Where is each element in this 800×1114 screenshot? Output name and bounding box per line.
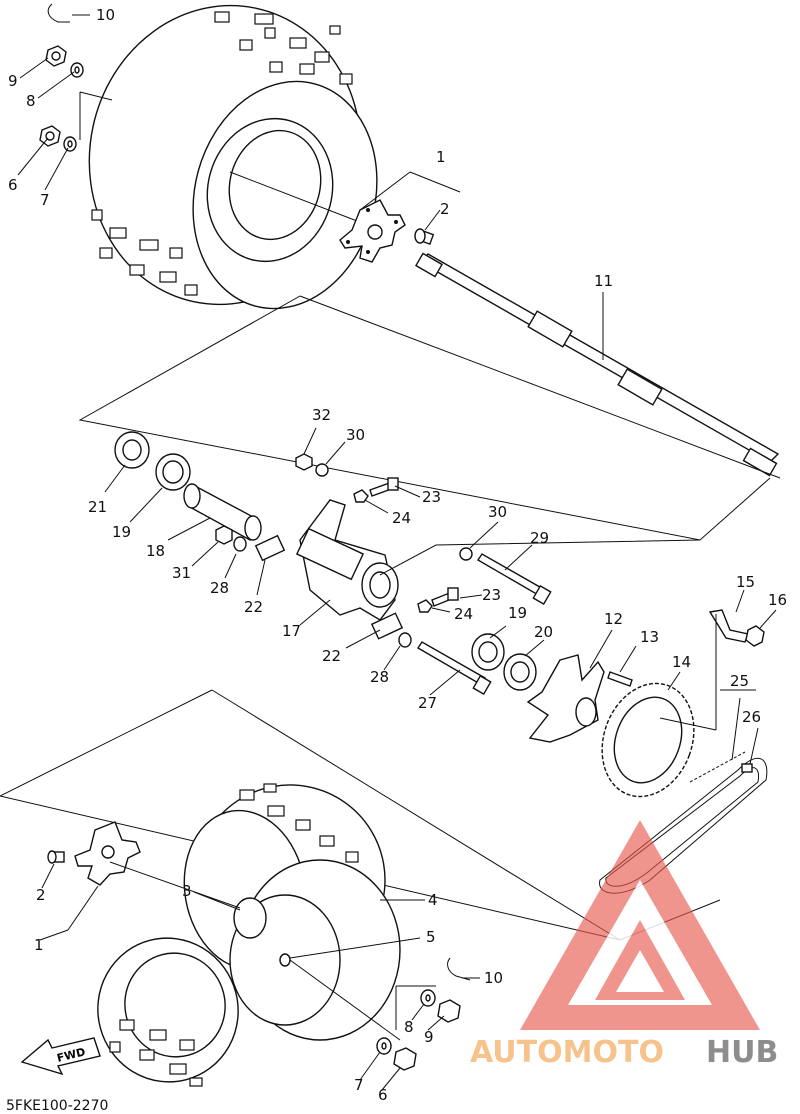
washer-30b bbox=[459, 547, 473, 561]
washer-28b bbox=[398, 632, 412, 648]
label-23: 23 bbox=[422, 488, 441, 506]
wheel-hub-bottom bbox=[74, 821, 141, 886]
sprocket-14 bbox=[601, 682, 695, 798]
washer-30a bbox=[315, 463, 329, 477]
label-12: 12 bbox=[604, 610, 623, 628]
label-19: 19 bbox=[112, 523, 131, 541]
label-8: 8 bbox=[404, 1018, 414, 1036]
label-10: 10 bbox=[96, 6, 115, 24]
label-26: 26 bbox=[742, 708, 761, 726]
automotohub-logo-icon bbox=[520, 820, 760, 1030]
leader-lines-middle bbox=[104, 427, 777, 765]
label-10: 10 bbox=[484, 969, 503, 987]
label-23: 23 bbox=[482, 586, 501, 604]
label-16: 16 bbox=[768, 591, 787, 609]
washer-7-top bbox=[63, 136, 77, 152]
label-30: 30 bbox=[488, 503, 507, 521]
nut-9-top bbox=[45, 45, 67, 67]
cotter-pin-10-bottom bbox=[447, 957, 471, 981]
bolt-13 bbox=[607, 671, 633, 687]
label-30: 30 bbox=[346, 426, 365, 444]
label-11: 11 bbox=[594, 272, 613, 290]
oil-seal-19b bbox=[471, 633, 505, 671]
nut-24b bbox=[417, 599, 433, 613]
label-32: 32 bbox=[312, 406, 331, 424]
rear-wheel-left bbox=[88, 4, 378, 310]
label-18: 18 bbox=[146, 542, 165, 560]
watermark-text-hub: HUB bbox=[706, 1035, 778, 1070]
axle-housing-17 bbox=[295, 499, 399, 621]
label-15: 15 bbox=[736, 573, 755, 591]
oil-seal-19a bbox=[155, 453, 191, 491]
fwd-arrow-icon: FWD bbox=[20, 1037, 101, 1076]
bolt-2-top bbox=[414, 228, 435, 245]
leader-lines-bottom bbox=[39, 861, 480, 1091]
bolt-2-bottom bbox=[47, 850, 65, 864]
label-27: 27 bbox=[418, 694, 437, 712]
stud-5 bbox=[279, 953, 291, 967]
label-21: 21 bbox=[88, 498, 107, 516]
part-labels: 10 9 8 6 7 1 2 11 32 30 21 19 23 24 18 3… bbox=[8, 6, 787, 1104]
master-link-26 bbox=[741, 763, 753, 773]
label-3: 3 bbox=[182, 882, 192, 900]
nut-32 bbox=[295, 453, 313, 471]
washer-8-top bbox=[70, 62, 84, 78]
sprocket-hub-12 bbox=[526, 654, 605, 743]
label-17: 17 bbox=[282, 622, 301, 640]
washer-28a bbox=[233, 536, 247, 552]
washer-8-bottom bbox=[420, 989, 436, 1007]
label-5: 5 bbox=[426, 928, 436, 946]
bolt-23b bbox=[431, 587, 459, 607]
bearing-21 bbox=[114, 431, 150, 469]
label-22: 22 bbox=[244, 598, 263, 616]
nut-6-bottom bbox=[393, 1047, 417, 1071]
label-6: 6 bbox=[378, 1086, 388, 1104]
adjuster-22a bbox=[254, 534, 286, 562]
label-2: 2 bbox=[36, 886, 46, 904]
collar-18 bbox=[183, 483, 262, 542]
label-8: 8 bbox=[26, 92, 36, 110]
bolt-27 bbox=[417, 641, 492, 696]
label-2: 2 bbox=[440, 200, 450, 218]
nut-24a bbox=[353, 489, 369, 503]
label-7: 7 bbox=[40, 191, 50, 209]
label-1: 1 bbox=[436, 148, 446, 166]
label-9: 9 bbox=[424, 1028, 434, 1046]
label-6: 6 bbox=[8, 176, 18, 194]
label-19: 19 bbox=[508, 604, 527, 622]
label-7: 7 bbox=[354, 1076, 364, 1094]
nut-16 bbox=[745, 625, 765, 647]
bearing-20 bbox=[503, 653, 537, 691]
wheel-hub-top bbox=[339, 199, 406, 263]
adjuster-22b bbox=[370, 612, 404, 640]
label-4: 4 bbox=[428, 891, 438, 909]
label-9: 9 bbox=[8, 72, 18, 90]
watermark-text-automoto: AUTOMOTO bbox=[470, 1035, 664, 1070]
nut-31 bbox=[215, 525, 233, 545]
label-20: 20 bbox=[534, 623, 553, 641]
label-28: 28 bbox=[370, 668, 389, 686]
washer-7-bottom bbox=[376, 1037, 392, 1055]
label-24: 24 bbox=[392, 509, 411, 527]
label-1: 1 bbox=[34, 936, 44, 954]
label-14: 14 bbox=[672, 653, 691, 671]
label-24: 24 bbox=[454, 605, 473, 623]
automotohub-watermark: AUTOMOTO HUB bbox=[470, 820, 778, 1070]
nut-6-top bbox=[39, 125, 61, 147]
diagram-code: 5FKE100-2270 bbox=[6, 1098, 108, 1114]
label-13: 13 bbox=[640, 628, 659, 646]
label-28: 28 bbox=[210, 579, 229, 597]
leader-lines-top bbox=[17, 14, 604, 360]
label-31: 31 bbox=[172, 564, 191, 582]
bolt-29 bbox=[477, 553, 552, 606]
cotter-pin-10-top bbox=[47, 3, 70, 23]
bolt-23a bbox=[369, 477, 399, 497]
label-22: 22 bbox=[322, 647, 341, 665]
label-29: 29 bbox=[530, 529, 549, 547]
label-25: 25 bbox=[730, 672, 749, 690]
rear-axle bbox=[415, 252, 780, 477]
front-wheel-bottom bbox=[97, 783, 401, 1087]
